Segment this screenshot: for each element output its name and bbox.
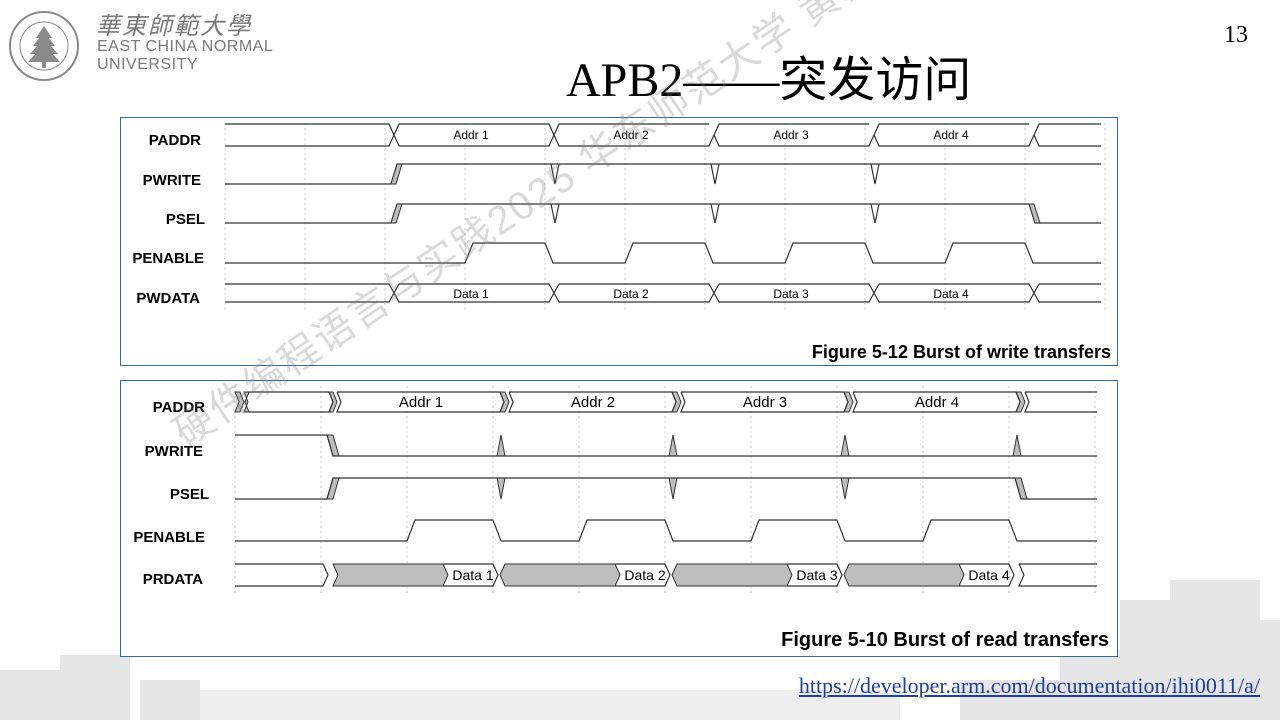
signal-label-psel: PSEL [170, 486, 209, 503]
read-timing-diagram: PADDR PWRITE PSEL PENABLE PRDATA [133, 386, 1097, 596]
signal-label-penable: PENABLE [133, 529, 205, 546]
signal-label-pwrite: PWRITE [143, 172, 201, 189]
write-timing-diagram: PADDR PWRITE PSEL PENABLE PWDATA [132, 123, 1106, 313]
write-data-4: Data 4 [933, 287, 969, 301]
read-figure-caption: Figure 5-10 Burst of read transfers [781, 629, 1109, 651]
write-addr-4: Addr 4 [933, 128, 969, 142]
university-name-en-line2: UNIVERSITY [97, 56, 199, 73]
read-addr-3: Addr 3 [743, 394, 787, 411]
signal-label-pwdata: PWDATA [136, 290, 200, 307]
reference-link[interactable]: https://developer.arm.com/documentation/… [798, 673, 1260, 698]
university-seal-icon [9, 11, 79, 81]
read-addr-4: Addr 4 [915, 394, 959, 411]
read-data-2: Data 2 [624, 567, 665, 583]
read-addr-2: Addr 2 [571, 394, 615, 411]
read-data-4: Data 4 [968, 567, 1009, 583]
read-addr-1: Addr 1 [399, 394, 443, 411]
signal-label-paddr: PADDR [149, 132, 201, 149]
write-addr-2: Addr 2 [613, 128, 649, 142]
slide-title: APB2——突发访问 [566, 54, 972, 107]
signal-label-penable: PENABLE [132, 250, 204, 267]
write-data-1: Data 1 [453, 287, 489, 301]
write-transfer-figure: PADDR PWRITE PSEL PENABLE PWDATA [120, 117, 1118, 366]
signal-label-pwrite: PWRITE [145, 443, 203, 460]
signal-label-paddr: PADDR [153, 399, 205, 416]
read-transfer-figure: PADDR PWRITE PSEL PENABLE PRDATA [120, 380, 1118, 657]
write-figure-caption: Figure 5-12 Burst of write transfers [811, 342, 1111, 362]
read-data-3: Data 3 [796, 567, 837, 583]
signal-label-prdata: PRDATA [143, 571, 203, 588]
campus-skyline-background [0, 580, 1280, 720]
write-addr-3: Addr 3 [773, 128, 809, 142]
write-data-3: Data 3 [773, 287, 809, 301]
write-addr-1: Addr 1 [453, 128, 489, 142]
write-data-2: Data 2 [613, 287, 649, 301]
university-name-cn: 華東師範大學 [96, 12, 252, 40]
signal-label-psel: PSEL [166, 211, 205, 228]
page-number: 13 [1224, 22, 1248, 48]
university-logo [8, 6, 298, 86]
read-data-1: Data 1 [452, 567, 493, 583]
university-name-en-line1: EAST CHINA NORMAL [97, 38, 274, 55]
